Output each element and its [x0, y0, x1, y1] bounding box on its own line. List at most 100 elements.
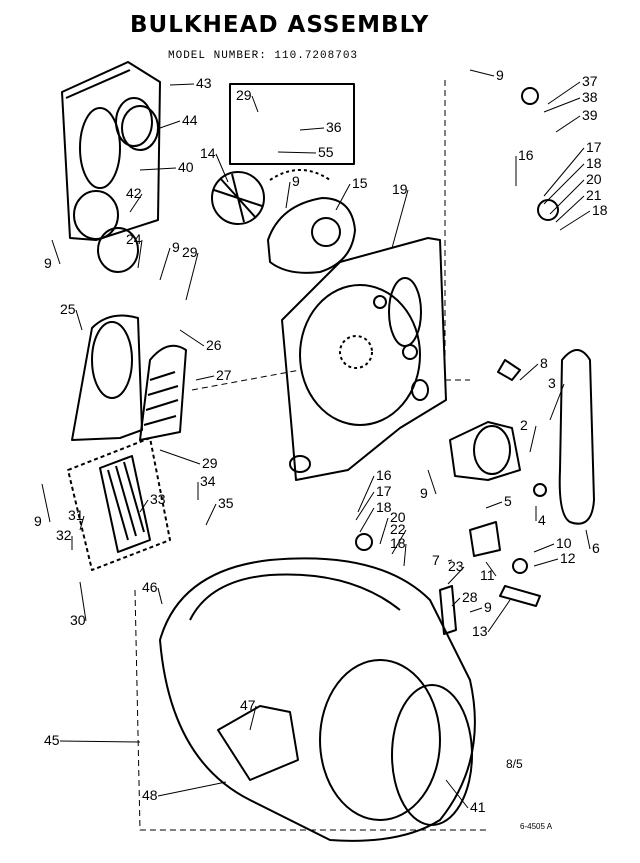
drum-outline: [134, 589, 490, 831]
leader-line: [59, 740, 141, 743]
leader-line: [157, 587, 163, 605]
leader-line: [137, 239, 143, 269]
bulkhead-part: [281, 237, 447, 481]
callout-number: 23: [448, 558, 464, 574]
callout-number: 21: [586, 187, 602, 203]
leader-line: [533, 558, 559, 567]
pulley-part: [355, 533, 373, 551]
door-gasket-part: [121, 105, 159, 151]
leader-line: [391, 189, 409, 249]
leader-line: [159, 247, 171, 281]
leader-line: [249, 705, 257, 731]
callout-number: 20: [390, 509, 406, 525]
leader-line: [277, 151, 317, 154]
callout-number: 8: [540, 355, 548, 371]
callout-number: 9: [292, 173, 300, 189]
model-number: MODEL NUMBER: 110.7208703: [168, 50, 359, 62]
callout-number: 18: [376, 499, 392, 515]
callout-number: 48: [142, 787, 158, 803]
callout-number: 39: [582, 107, 598, 123]
inset-detail-box: [229, 83, 355, 165]
seal-ring-part: [97, 227, 139, 273]
callout-number: 13: [472, 623, 488, 639]
callout-number: 4: [538, 512, 546, 528]
callout-number: 36: [326, 119, 342, 135]
leader-line: [251, 95, 259, 113]
reference-code: 6-4505 A: [520, 822, 553, 831]
page-code: 8/5: [506, 757, 523, 771]
callout-number: 14: [200, 145, 216, 161]
leader-line: [559, 210, 591, 231]
callout-number: 9: [172, 239, 180, 255]
callout-number: 32: [56, 527, 72, 543]
leader-line: [129, 193, 143, 213]
blower-wheel-part: [211, 171, 265, 225]
leader-line: [285, 181, 291, 209]
leader-line: [555, 115, 581, 133]
leader-line: [445, 779, 469, 809]
callout-number: 40: [178, 159, 194, 175]
callout-number: 17: [376, 483, 392, 499]
callout-number: 41: [470, 799, 486, 815]
callout-number: 12: [560, 550, 576, 566]
callout-number: 10: [556, 535, 572, 551]
pulley-part: [512, 558, 528, 574]
callout-number: 9: [484, 599, 492, 615]
callout-number: 19: [392, 181, 408, 197]
callout-number: 18: [390, 535, 406, 551]
callout-number: 46: [142, 579, 158, 595]
leader-line: [357, 475, 375, 513]
callout-number: 22: [390, 521, 406, 537]
callout-number: 7: [432, 552, 440, 568]
leader-line: [215, 153, 229, 183]
bracket-part: [497, 359, 521, 381]
leader-line: [447, 559, 453, 562]
leader-line: [79, 581, 87, 622]
callout-number: 42: [126, 185, 142, 201]
leader-line: [403, 543, 407, 567]
callout-number: 43: [196, 75, 212, 91]
leader-line: [139, 499, 149, 513]
callout-number: 55: [318, 144, 334, 160]
callout-number: 31: [68, 507, 84, 523]
leader-line: [533, 543, 555, 553]
callout-number: 9: [420, 485, 428, 501]
callout-number: 20: [586, 171, 602, 187]
callout-number: 33: [150, 491, 166, 507]
leader-line: [447, 566, 465, 585]
leader-line: [451, 597, 461, 607]
callout-number: 29: [182, 244, 198, 260]
callout-number: 25: [60, 301, 76, 317]
leader-line: [469, 607, 483, 613]
leader-line: [75, 309, 83, 331]
callout-number: 9: [44, 255, 52, 271]
callout-number: 38: [582, 89, 598, 105]
leader-line: [139, 167, 177, 171]
leader-line: [427, 469, 437, 495]
callout-number: 34: [200, 473, 216, 489]
leader-line: [157, 781, 227, 797]
thermostat-part: [521, 87, 539, 105]
leader-line: [547, 81, 581, 105]
callout-number: 45: [44, 732, 60, 748]
callout-number: 29: [202, 455, 218, 471]
callout-number: 6: [592, 540, 600, 556]
leader-line: [299, 127, 325, 131]
leader-line: [543, 163, 585, 205]
callout-number: 16: [518, 147, 534, 163]
leader-line: [159, 120, 181, 129]
leader-line: [529, 425, 537, 453]
drive-belt-part: [558, 349, 595, 525]
leader-line: [195, 375, 215, 381]
callout-number: 29: [236, 87, 252, 103]
leader-line: [41, 483, 51, 523]
bracket-part: [499, 585, 541, 607]
callout-number: 5: [504, 493, 512, 509]
callout-number: 28: [462, 589, 478, 605]
blower-housing-part: [267, 169, 356, 274]
callout-number: 24: [126, 231, 142, 247]
leader-line: [549, 179, 585, 215]
bracket-part: [469, 521, 501, 557]
